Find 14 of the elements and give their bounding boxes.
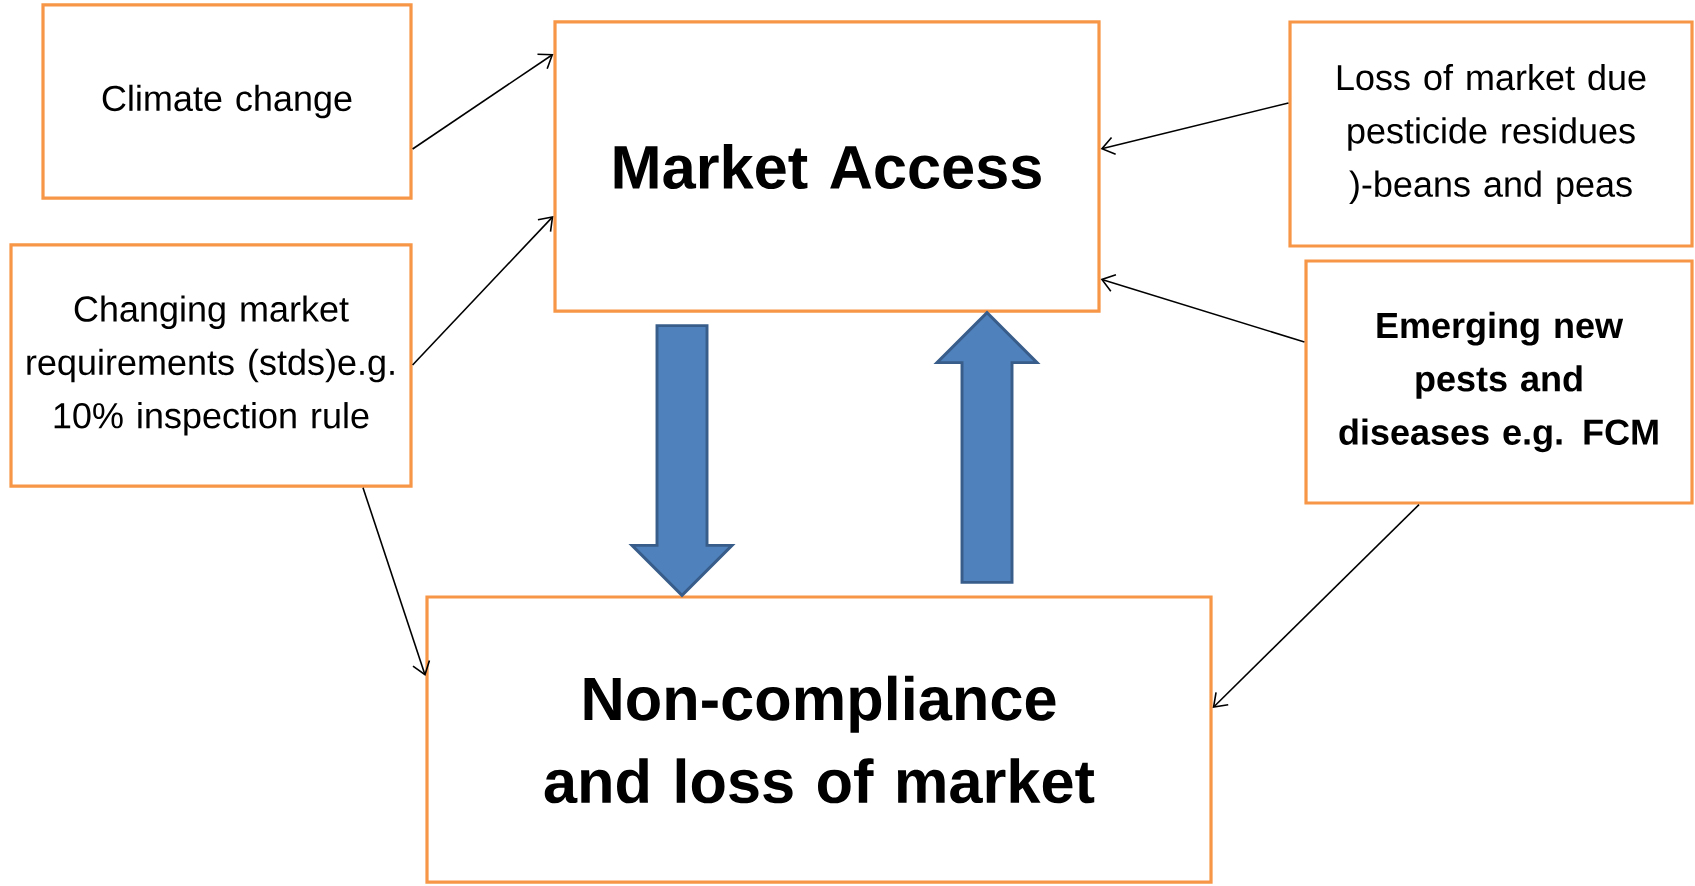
arrow (1212, 503, 1420, 708)
arrow (1100, 273, 1306, 343)
text-box: Non-compliance and loss of market (425, 595, 1213, 884)
text-box: Climate change (41, 3, 413, 200)
text-box: Emerging new pests and diseases e.g. FCM (1304, 259, 1694, 505)
arrow (362, 486, 431, 676)
arrow (411, 216, 554, 366)
text-box: Changing market requirements (stds)e.g. 10% inspection rule (9, 243, 413, 488)
text-box: Market Access (553, 20, 1101, 313)
block-arrow (628, 324, 736, 598)
block-arrow (933, 310, 1041, 584)
arrow (411, 53, 554, 150)
arrow (1100, 102, 1290, 156)
text-box: Loss of market due pesticide residues )-beans and peas (1288, 20, 1694, 248)
